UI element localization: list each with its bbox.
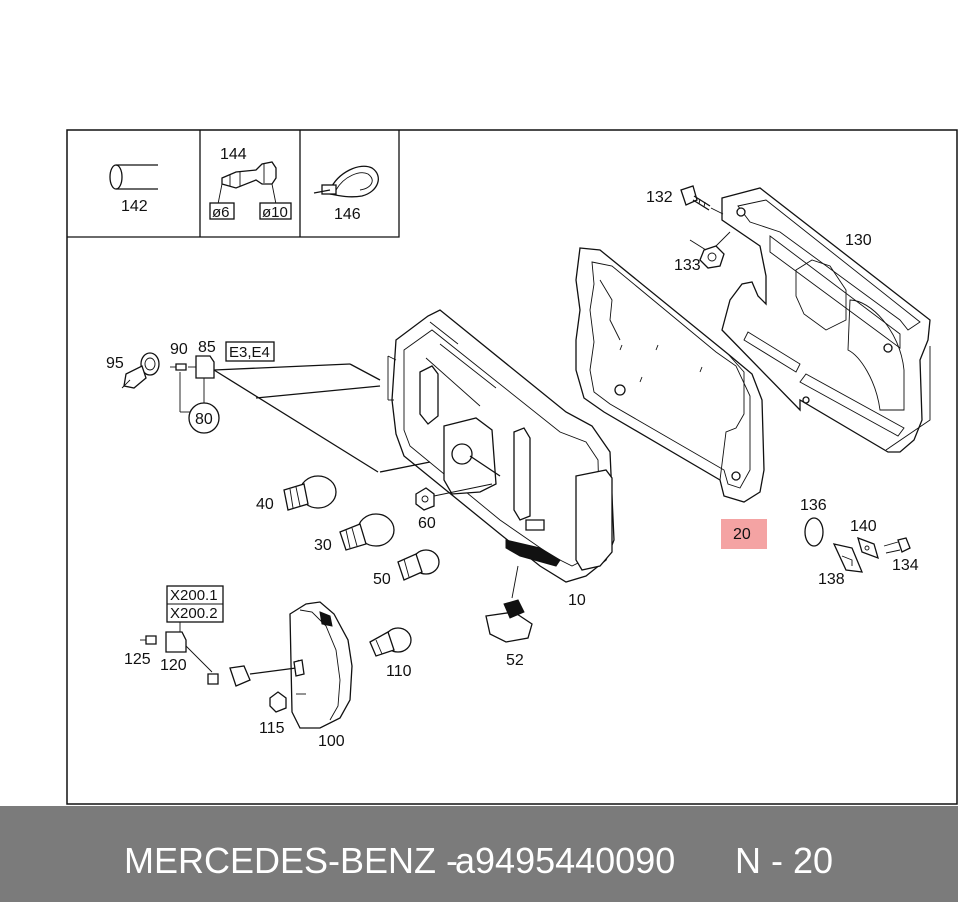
callout-144: 144 (220, 146, 247, 163)
lamp-lens-100 (229, 601, 353, 729)
part-number: a9495440090 (455, 840, 676, 881)
callout-40: 40 (256, 496, 274, 513)
connector-85 (170, 355, 220, 434)
callout-90: 90 (170, 341, 188, 358)
callout-diameter-10: ø10 (262, 204, 288, 221)
callout-20: 20 (733, 526, 751, 543)
callout-x200-2: X200.2 (170, 605, 218, 622)
callout-120: 120 (160, 657, 187, 674)
callout-134: 134 (892, 557, 919, 574)
parts-diagram: 142 144 ø6 ø10 146 130 (66, 129, 958, 805)
callout-110: 110 (386, 663, 412, 680)
brand-name: MERCEDES-BENZ - (124, 840, 459, 881)
page-reference: N - 20 (735, 840, 834, 881)
callout-132: 132 (646, 189, 673, 206)
callout-30: 30 (314, 537, 332, 554)
callout-115: 115 (259, 720, 285, 737)
callout-133: 133 (674, 257, 701, 274)
nut-133 (689, 231, 731, 269)
screw-134 (883, 537, 911, 554)
wiring-leads (213, 363, 431, 473)
callout-136: 136 (800, 497, 827, 514)
footer-bar: MERCEDES-BENZ - a9495440090 N - 20 (0, 806, 958, 902)
lamp-unit-10 (387, 309, 615, 583)
callout-85: 85 (198, 339, 216, 356)
clip-140 (857, 536, 879, 560)
callout-52: 52 (506, 652, 524, 669)
callout-50: 50 (373, 571, 391, 588)
callout-142: 142 (121, 198, 148, 215)
callout-140: 140 (850, 518, 877, 535)
hose-piece-142 (109, 164, 158, 190)
bracket-138 (832, 543, 864, 573)
bulb-socket-95 (121, 352, 160, 389)
callout-diameter-6: ø6 (212, 204, 230, 221)
callout-20-highlight (721, 519, 767, 549)
callout-80: 80 (195, 411, 213, 428)
cable-tie-146 (313, 165, 379, 198)
callout-130: 130 (845, 232, 872, 249)
callout-x200-1: X200.1 (170, 587, 218, 604)
diagram-frame (66, 129, 958, 805)
bulb-40 (283, 475, 337, 511)
connector-120 (140, 631, 219, 685)
screw-132 (680, 185, 724, 215)
connector-fitting-144 (209, 161, 292, 220)
grommet-52 (485, 565, 533, 643)
callout-10: 10 (568, 592, 586, 609)
nut-60 (415, 483, 493, 511)
callout-146: 146 (334, 206, 361, 223)
callout-60: 60 (418, 515, 436, 532)
callout-e3-e4: E3,E4 (229, 344, 270, 361)
callout-95: 95 (106, 355, 124, 372)
callout-100: 100 (318, 733, 345, 750)
bulb-30 (339, 513, 395, 551)
mounting-bracket-130 (721, 187, 931, 453)
callout-125: 125 (124, 651, 151, 668)
lamp-housing-20 (575, 247, 765, 503)
washer-136 (804, 517, 824, 547)
bulb-50 (397, 549, 440, 581)
callout-138: 138 (818, 571, 845, 588)
inset-boxes (67, 130, 400, 238)
callout-e3-e4-box (225, 341, 275, 362)
bulb-110 (369, 627, 412, 657)
